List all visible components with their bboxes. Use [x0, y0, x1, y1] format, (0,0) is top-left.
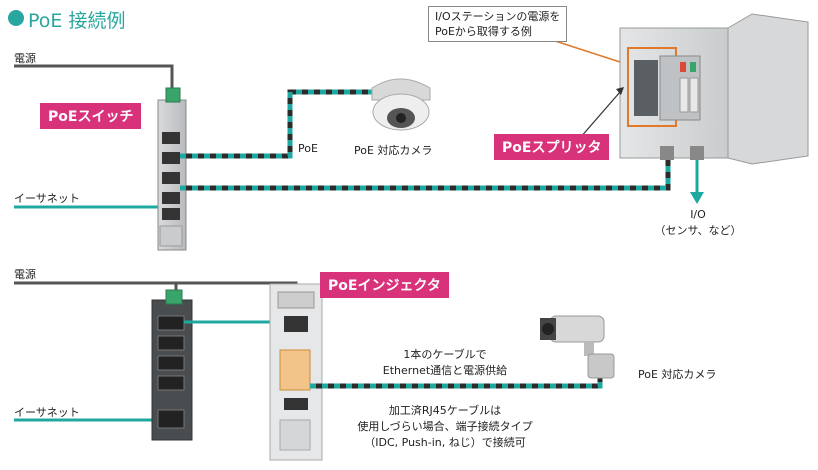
bullet-camera-label: PoE 対応カメラ — [638, 368, 717, 381]
io-callout-box: I/Oステーションの電源を PoEから取得する例 — [428, 6, 568, 42]
callout-line-1: I/Oステーションの電源を — [435, 10, 561, 23]
poe-line-label: PoE — [298, 142, 318, 155]
poe-splitter-tag: PoEスプリッタ — [494, 134, 610, 160]
page-title: PoE 接続例 — [28, 10, 126, 32]
note1-line-2: Ethernet通信と電源供給 — [382, 364, 508, 377]
ethernet-switch-device — [151, 289, 193, 441]
poe-switch-device — [157, 87, 187, 251]
dome-camera-device — [371, 78, 431, 131]
callout-line-2: PoEから取得する例 — [435, 25, 532, 38]
bullet-camera-device — [540, 315, 615, 379]
poe-switch-tag: PoEスイッチ — [40, 103, 142, 129]
io-label: I/O — [690, 208, 706, 221]
poe-injector-device — [269, 283, 323, 461]
power-label-top: 電源 — [14, 52, 36, 65]
power-cable-top — [14, 64, 174, 92]
io-enclosure-device — [619, 13, 809, 165]
note2-line-2: 使用しづらい場合、端子接続タイプ — [357, 420, 533, 433]
poe-injector-tag: PoEインジェクタ — [320, 272, 449, 298]
poe-cable-splitter — [180, 160, 671, 191]
io-arrow-head — [690, 192, 704, 204]
title-bullet-icon — [8, 10, 24, 26]
poe-cable-camera — [180, 89, 372, 159]
note2-line-1: 加工済RJ45ケーブルは — [388, 404, 502, 417]
power-cable-bottom — [14, 281, 178, 296]
io-sub-label: （センサ、など） — [654, 224, 742, 237]
callout-leader — [551, 39, 621, 63]
splitter-pointer — [579, 91, 621, 139]
ethernet-label-top: イーサネット — [14, 192, 80, 205]
ethernet-label-bottom: イーサネット — [14, 406, 80, 419]
note1-line-1: 1本のケーブルで — [403, 348, 487, 361]
note2-line-3: （IDC, Push-in, ねじ）で接続可 — [364, 436, 526, 449]
power-label-bottom: 電源 — [14, 268, 36, 281]
dome-camera-label: PoE 対応カメラ — [354, 144, 433, 157]
